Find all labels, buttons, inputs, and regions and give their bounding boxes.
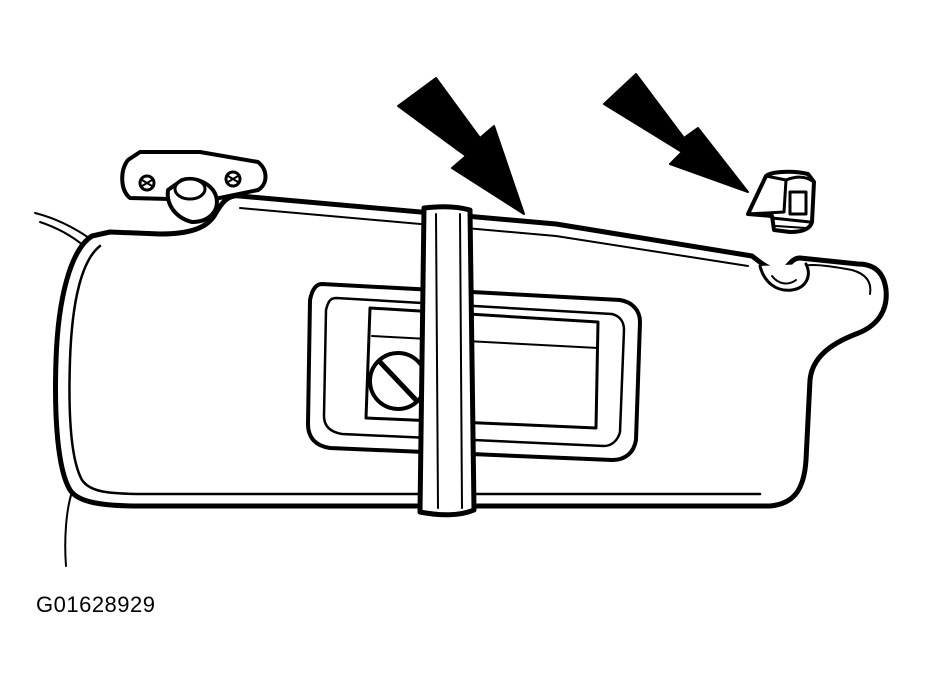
arrow-to-visor-top-edge xyxy=(397,77,525,215)
figure-code: G01628929 xyxy=(36,592,156,617)
visor-retaining-clip xyxy=(746,169,816,234)
visor-mount-bracket xyxy=(120,150,268,224)
arrow-to-clip xyxy=(603,73,749,193)
pointer-arrows xyxy=(397,73,749,215)
visor-retention-strap xyxy=(417,204,477,518)
